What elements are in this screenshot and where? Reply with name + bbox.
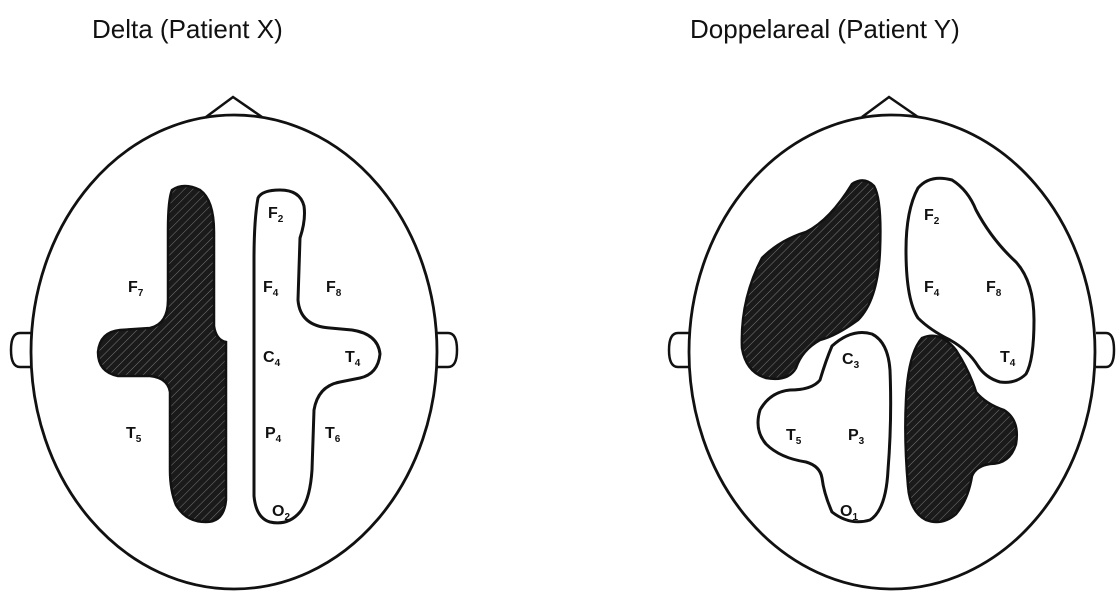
right-head-right-ear <box>1096 333 1114 367</box>
electrode-subscript: 4 <box>1010 358 1016 369</box>
electrode-subscript: 2 <box>284 512 290 523</box>
electrode-subscript: 5 <box>796 436 802 447</box>
electrode-subscript: 7 <box>138 288 144 299</box>
right-head-left-ear <box>669 333 690 367</box>
electrode-letter: T <box>345 349 355 366</box>
electrode-subscript: 8 <box>336 288 342 299</box>
electrode-letter: T <box>786 427 796 444</box>
electrode-letter: P <box>265 425 276 442</box>
electrode-letter: P <box>848 427 859 444</box>
right-head <box>669 97 1114 589</box>
electrode-subscript: 3 <box>854 360 860 371</box>
electrode-subscript: 1 <box>852 512 858 523</box>
electrode-letter: F <box>263 279 273 296</box>
electrode-letter: F <box>924 279 934 296</box>
electrode-subscript: 4 <box>273 288 279 299</box>
electrode-subscript: 4 <box>934 288 940 299</box>
electrode-subscript: 4 <box>275 358 281 369</box>
electrode-letter: F <box>986 279 996 296</box>
left-head-right-ear <box>436 333 457 367</box>
electrode-subscript: 2 <box>934 216 940 227</box>
electrode-subscript: 4 <box>355 358 361 369</box>
electrode-letter: C <box>263 349 275 366</box>
electrode-subscript: 5 <box>136 434 142 445</box>
electrode-letter: O <box>840 503 852 520</box>
left-head-left-ear <box>11 333 32 367</box>
electrode-letter: C <box>842 351 854 368</box>
electrode-letter: T <box>126 425 136 442</box>
electrode-letter: F <box>128 279 138 296</box>
left-head <box>11 97 457 589</box>
electrode-letter: F <box>268 205 278 222</box>
electrode-subscript: 4 <box>276 434 282 445</box>
electrode-letter: F <box>924 207 934 224</box>
electrode-subscript: 3 <box>859 436 865 447</box>
electrode-letter: T <box>1000 349 1010 366</box>
electrode-letter: F <box>326 279 336 296</box>
electrode-subscript: 2 <box>278 214 284 225</box>
electrode-subscript: 6 <box>335 434 341 445</box>
electrode-subscript: 8 <box>996 288 1002 299</box>
electrode-letter: O <box>272 503 284 520</box>
electrode-letter: T <box>325 425 335 442</box>
